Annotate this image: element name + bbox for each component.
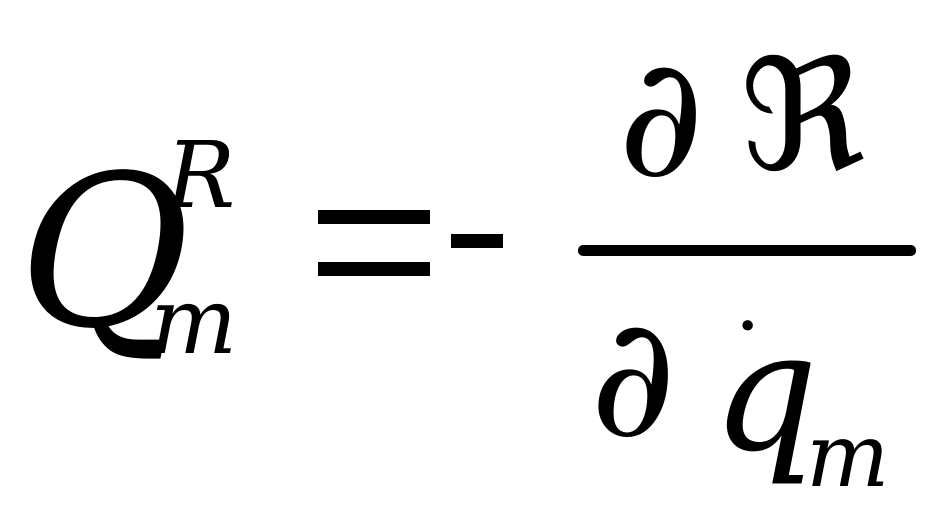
denominator-subscript: m	[806, 404, 890, 507]
fraction-bar	[578, 245, 916, 256]
equals-sign-bottom-bar	[318, 262, 430, 276]
lhs-superscript: R	[166, 122, 236, 229]
denominator-q: q	[712, 296, 819, 489]
minus-sign	[451, 234, 503, 248]
lhs-subscript: m	[150, 268, 238, 375]
lhs-symbol: Q	[18, 130, 191, 375]
equals-sign-top-bar	[318, 210, 430, 224]
denominator-partial-symbol: ∂	[590, 282, 676, 475]
denominator-dot-accent: ·	[735, 279, 761, 372]
numerator-fraktur-r: ℜ	[740, 27, 866, 206]
numerator-partial-symbol: ∂	[618, 22, 704, 215]
